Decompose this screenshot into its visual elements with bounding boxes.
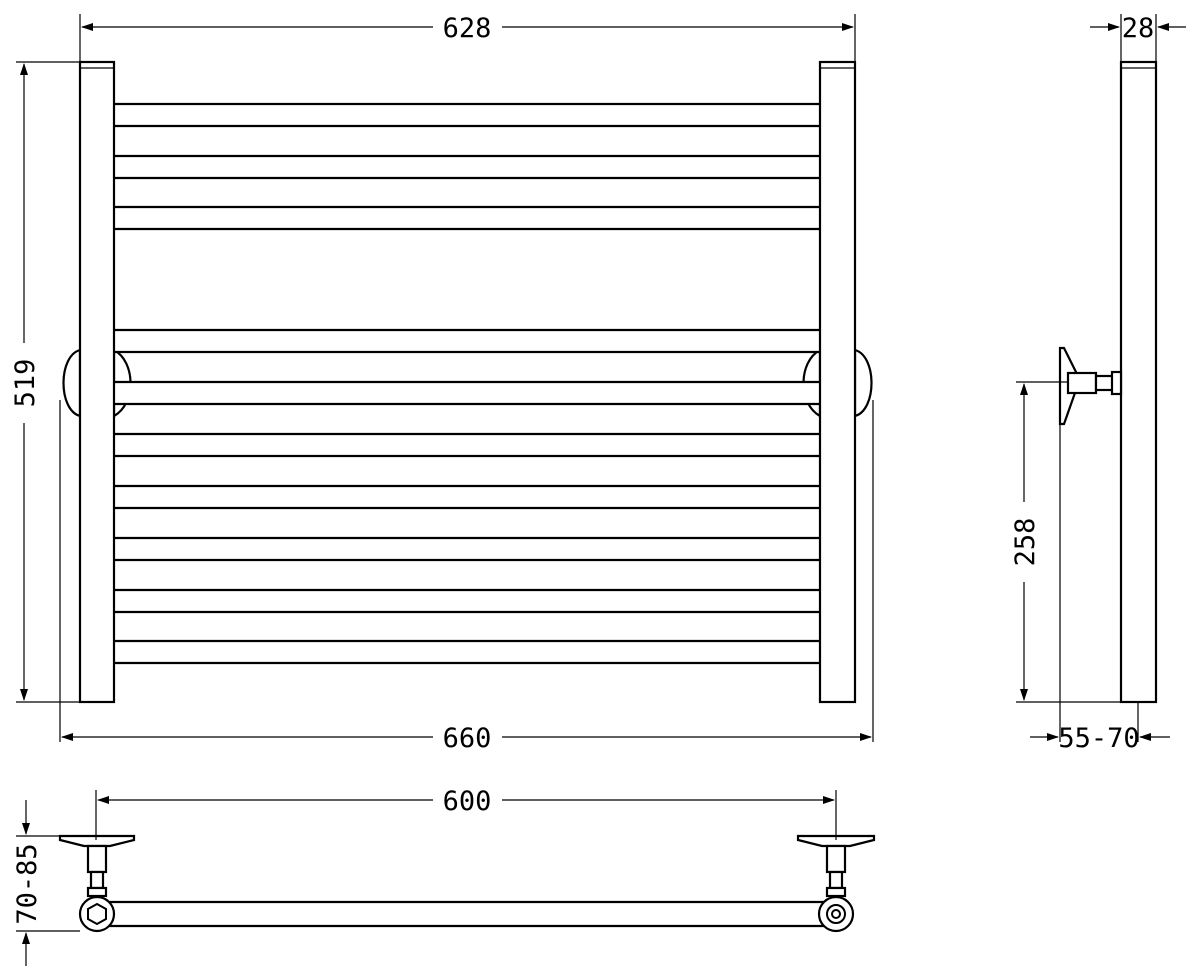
crossbar-7 [108,484,826,510]
dim-55-70: 55-70 [1058,723,1139,754]
side-upright [1119,60,1158,704]
dimension-bracket-height: 258 [1010,381,1121,703]
dim-28: 28 [1122,13,1155,44]
side-view [1058,60,1158,704]
dim-600: 600 [443,786,492,817]
dimension-bracket-depth: 70-85 [12,800,80,966]
dim-258: 258 [1010,518,1041,567]
top-crossbar [94,900,840,928]
crossbar-5 [108,380,826,406]
right-upright [818,60,857,704]
crossbar-4 [108,328,826,354]
dim-519: 519 [10,359,41,408]
side-wall-bracket [1058,346,1123,426]
left-upright [78,60,116,704]
dimension-wall-distance: 55-70 [1030,424,1170,754]
crossbar-3 [108,205,826,231]
crossbar-9 [108,588,826,614]
crossbar-8 [108,536,826,562]
dim-628: 628 [443,13,492,44]
dimension-height-total: 519 [10,61,80,703]
top-bracket-left [58,834,136,933]
dim-660: 660 [443,723,492,754]
dimension-width-total: 660 [59,400,874,754]
top-view [58,834,876,933]
crossbar-1 [108,102,826,128]
crossbars [108,102,826,665]
top-bracket-right [796,834,876,933]
dimension-depth-top: 28 [1090,13,1186,62]
crossbar-10 [108,639,826,665]
crossbar-6 [108,432,826,458]
dim-70-85: 70-85 [12,843,43,924]
dimension-width-center: 628 [79,13,856,62]
crossbar-2 [108,154,826,180]
front-view [62,60,873,704]
dimension-bracket-spacing: 600 [95,786,837,840]
